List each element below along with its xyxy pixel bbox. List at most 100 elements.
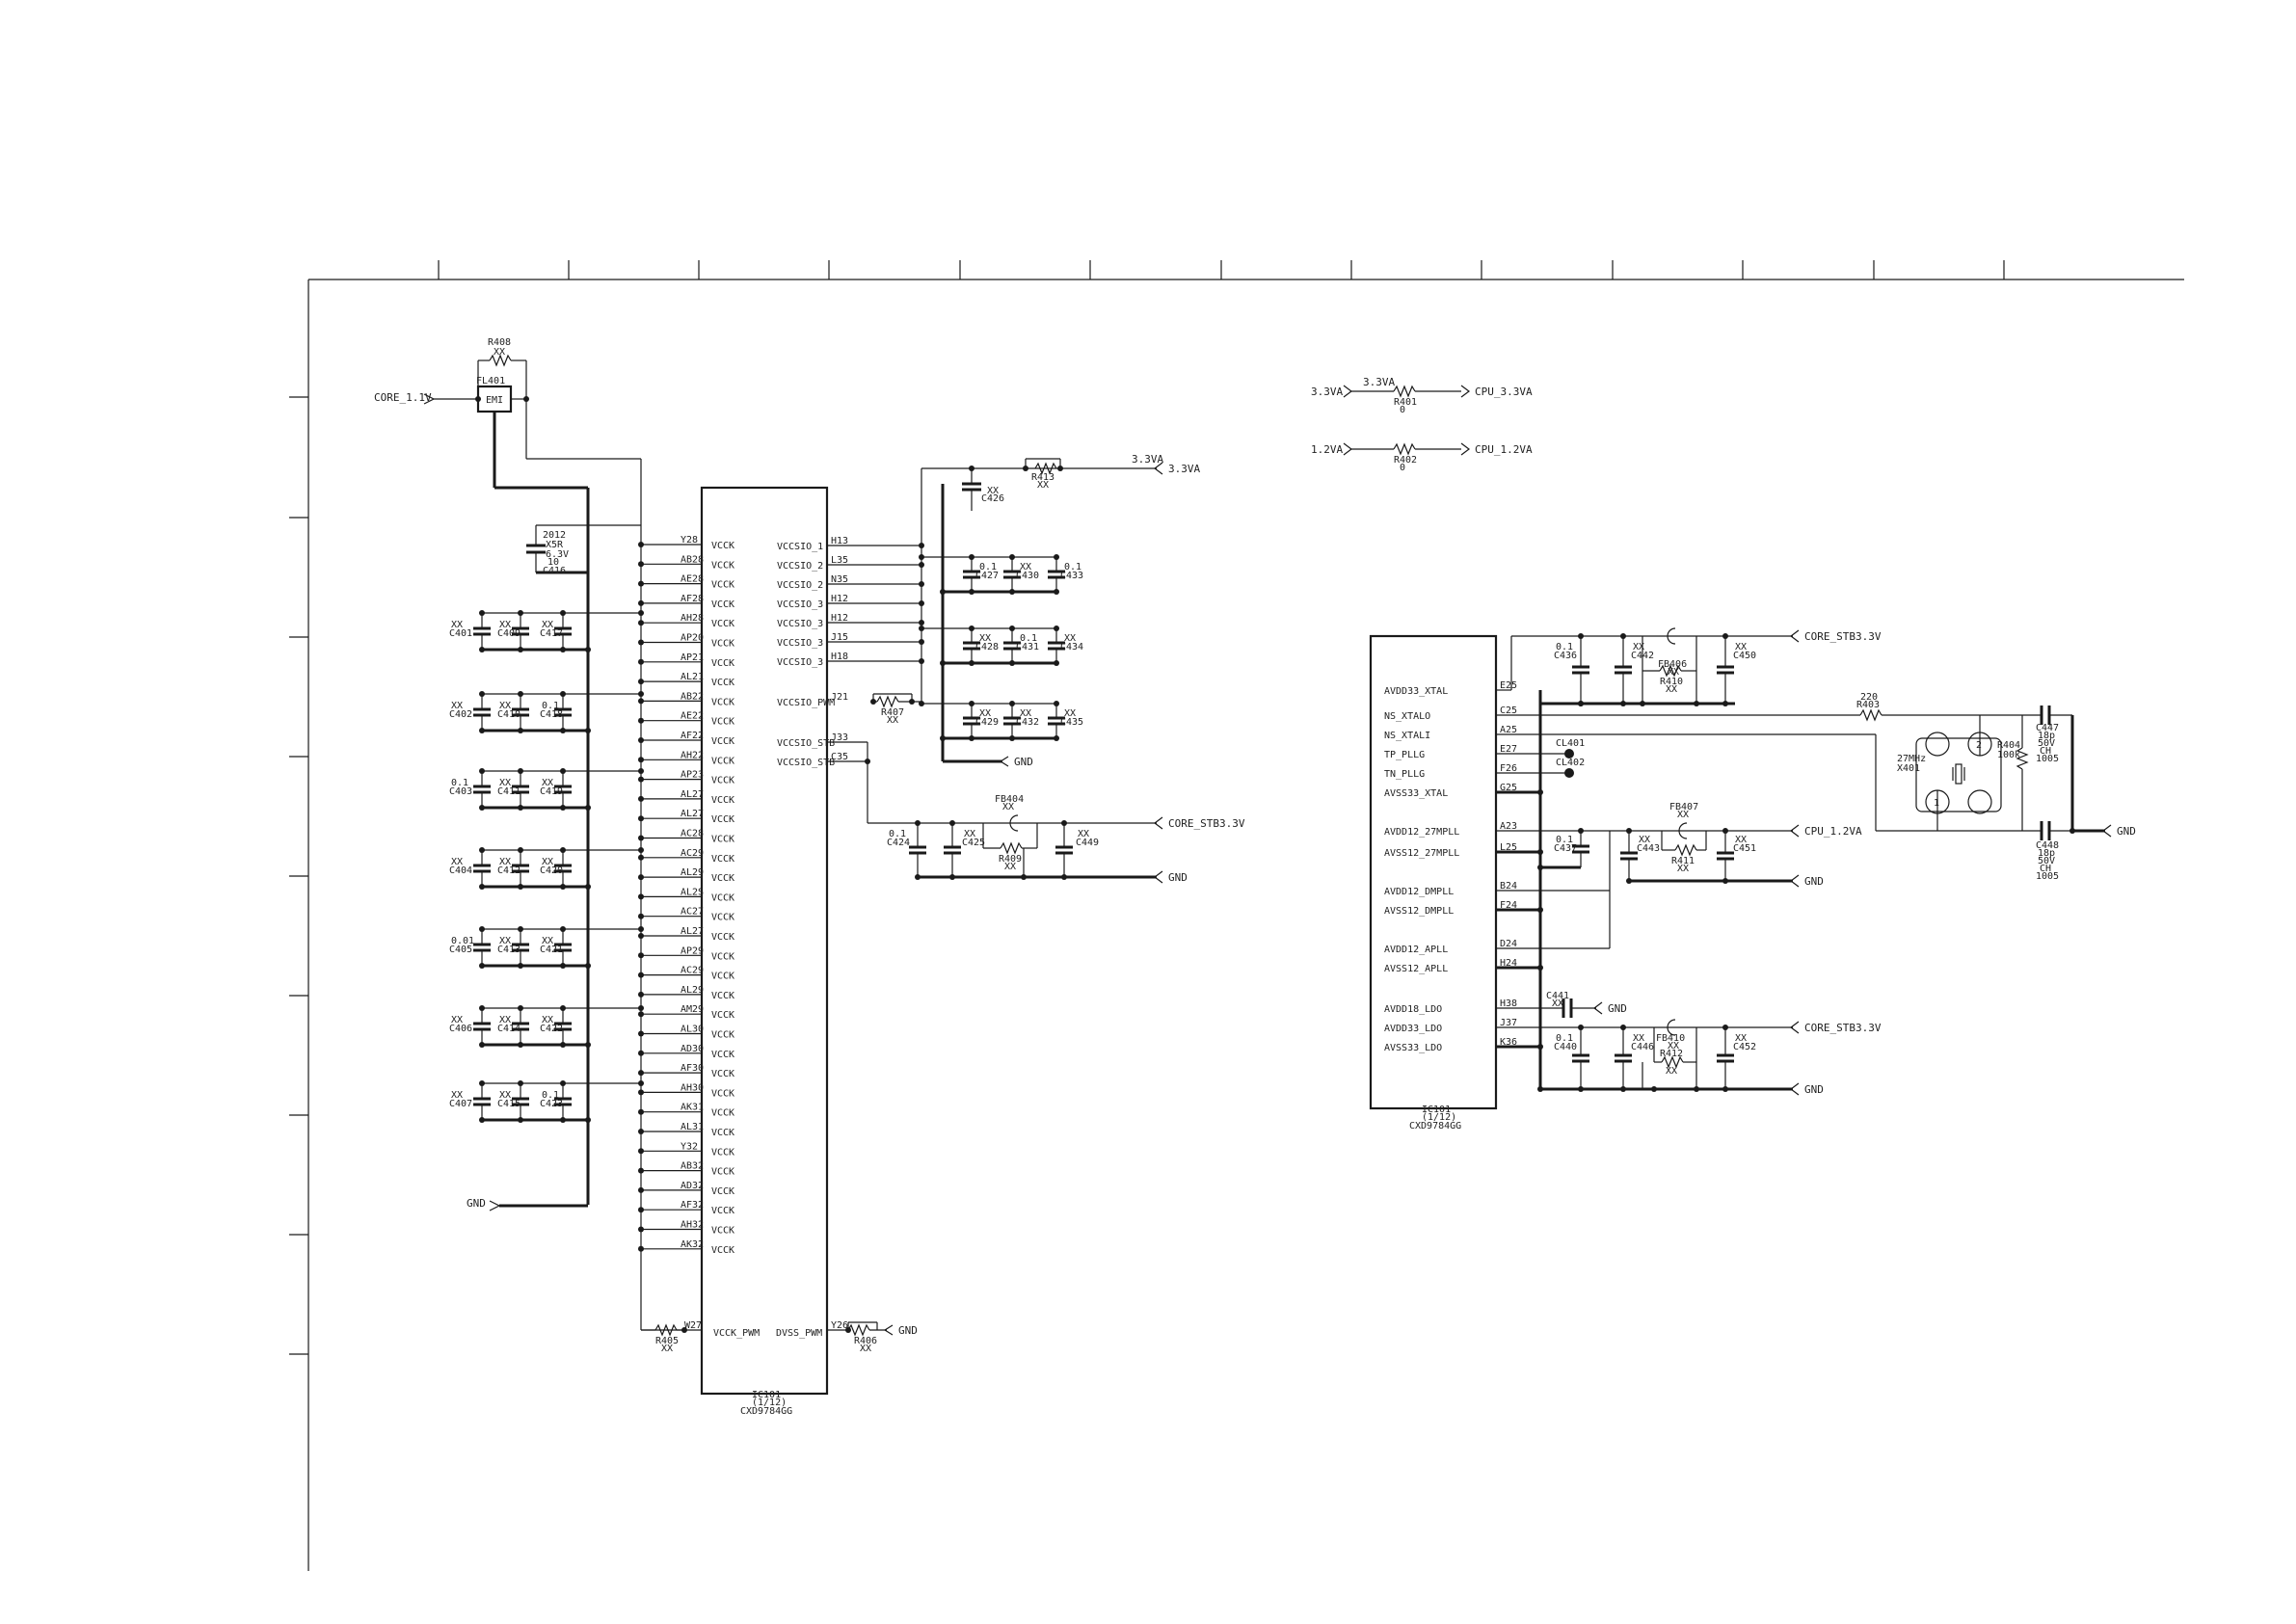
cap-val-C420: XX <box>542 857 553 867</box>
ic-pll-body <box>1369 634 1498 1110</box>
r412-ref: R412 <box>1660 1049 1683 1059</box>
vcck-pin-name-22: VCCK <box>711 972 734 982</box>
vccsio-ball-4: H12 <box>831 613 848 624</box>
vcck-pin-name-24: VCCK <box>711 1010 734 1021</box>
junction-dot <box>638 815 644 822</box>
junction-dot <box>638 691 644 697</box>
junction-dot <box>1620 1086 1626 1092</box>
pll-ball-4: F26 <box>1500 763 1517 774</box>
junction-dot <box>1578 633 1584 639</box>
cap-val-C443: XX <box>1639 835 1650 845</box>
vcck-pin-name-35: VCCK <box>711 1226 734 1237</box>
cap-val-C409: XX <box>499 620 511 630</box>
junction-dot <box>969 626 974 631</box>
net-core-stb-3: CORE_STB3.3V <box>1804 1022 1882 1034</box>
junction-dot <box>638 835 644 841</box>
c447-l1: 18p <box>2038 731 2055 741</box>
cap-val-C402: XX <box>451 701 463 711</box>
vcck-ball-17: AL29 <box>681 867 704 878</box>
r409-ref: R409 <box>999 854 1022 865</box>
pll-ball-14: K36 <box>1500 1037 1517 1048</box>
net-core-1v1: CORE_1.1V <box>374 391 432 404</box>
vccsio-ball-8: J33 <box>831 732 848 743</box>
cap-ref-C422: C422 <box>540 1024 563 1034</box>
link-label-0: 3.3VA <box>1363 376 1395 388</box>
link-to-0: CPU_3.3VA <box>1475 386 1533 398</box>
junction-dot <box>1061 874 1067 880</box>
net-3v3va: 3.3VA <box>1168 463 1200 475</box>
r407-val: XX <box>887 715 898 726</box>
vccsio-pin-name-1: VCCSIO_2 <box>777 561 823 572</box>
junction-dot <box>969 735 974 741</box>
cap-val-C428: XX <box>979 633 991 644</box>
junction-dot <box>1694 701 1699 706</box>
junction-dot <box>518 805 523 811</box>
vccsio-pin-name-4: VCCSIO_3 <box>777 619 823 629</box>
junction-dot <box>560 926 566 932</box>
pll-ball-1: C25 <box>1500 706 1517 716</box>
vcck-ball-24: AM29 <box>681 1004 704 1015</box>
dvss-pwm-pin-name: DVSS_PWM <box>776 1328 822 1339</box>
link-res-1 <box>1393 442 1416 456</box>
core-input-section: CORE_1.1V EMI FL401 R408 XX 2012 X5R 6.3… <box>374 337 644 1330</box>
junction-dot <box>940 735 946 741</box>
vcck-pin-name-25: VCCK <box>711 1030 734 1041</box>
junction-dot <box>585 728 591 733</box>
vcck-ball-32: AB32 <box>681 1161 704 1172</box>
crystal-x401 <box>1915 737 2002 812</box>
pll-pin-name-14: AVSS33_LDO <box>1384 1043 1442 1053</box>
vcck-pin-name-27: VCCK <box>711 1069 734 1079</box>
link-res-ref-0: R401 <box>1394 397 1417 408</box>
cap-ref-C406: C406 <box>449 1024 472 1034</box>
junction-dot <box>560 963 566 969</box>
vcck-ball-8: AB22 <box>681 691 704 702</box>
vcck-ball-4: AH28 <box>681 613 704 624</box>
pll-ball-13: J37 <box>1500 1018 1517 1028</box>
cap-val-C434: XX <box>1064 633 1076 644</box>
xtal-pin1: 1 <box>1934 798 1939 809</box>
c448-l2: 50V <box>2038 856 2055 866</box>
junction-dot <box>638 854 644 861</box>
vcck-ball-31: Y32 <box>681 1141 698 1152</box>
c448-l4: 1005 <box>2036 871 2059 882</box>
junction-dot <box>638 1245 644 1252</box>
junction-dot <box>1009 554 1015 560</box>
c416-value: X5R <box>546 540 564 550</box>
cap-val-C430: XX <box>1020 562 1031 572</box>
cap-ref-C443: C443 <box>1637 843 1660 854</box>
cap-val-C450: XX <box>1735 642 1747 652</box>
cap-ref-C425: C425 <box>962 838 985 848</box>
junction-dot <box>915 874 921 880</box>
r412-val: XX <box>1666 1066 1677 1077</box>
cap-val-C422: XX <box>542 1015 553 1025</box>
junction-dot <box>1722 878 1728 884</box>
junction-dot <box>479 884 485 890</box>
xtal-ref: X401 <box>1897 763 1920 774</box>
cap-val-C404: XX <box>451 857 463 867</box>
pll-ball-10: D24 <box>1500 939 1517 949</box>
vcck-ball-3: AF28 <box>681 594 704 604</box>
cap-val-C437: 0.1 <box>1556 835 1573 845</box>
vccsio-power-section: GND R413 XX 3.3VA 3.3VA XX C426 0.1C427X… <box>870 453 1200 768</box>
junction-dot <box>1054 554 1059 560</box>
junction-dot <box>1054 626 1059 631</box>
c447-l4: 1005 <box>2036 754 2059 764</box>
junction-dot <box>560 610 566 616</box>
junction-dot <box>1620 701 1626 706</box>
junction-dot <box>479 768 485 774</box>
net-cpu-1v2va: CPU_1.2VA <box>1804 825 1862 838</box>
vccsio-pin-name-7: VCCSIO_PWM <box>777 698 835 708</box>
junction-dot <box>1578 1086 1584 1092</box>
cap-val-C452: XX <box>1735 1033 1747 1044</box>
r408-ref: R408 <box>488 337 511 348</box>
junction-dot <box>638 599 644 606</box>
junction-dot <box>638 933 644 939</box>
junction-dot <box>638 717 644 724</box>
link-res-ref-1: R402 <box>1394 455 1417 466</box>
cap-ref-C413: C413 <box>497 945 521 955</box>
link-to-1: CPU_1.2VA <box>1475 443 1533 456</box>
r406-val: XX <box>860 1344 871 1354</box>
cap-ref-C446: C446 <box>1631 1042 1654 1052</box>
